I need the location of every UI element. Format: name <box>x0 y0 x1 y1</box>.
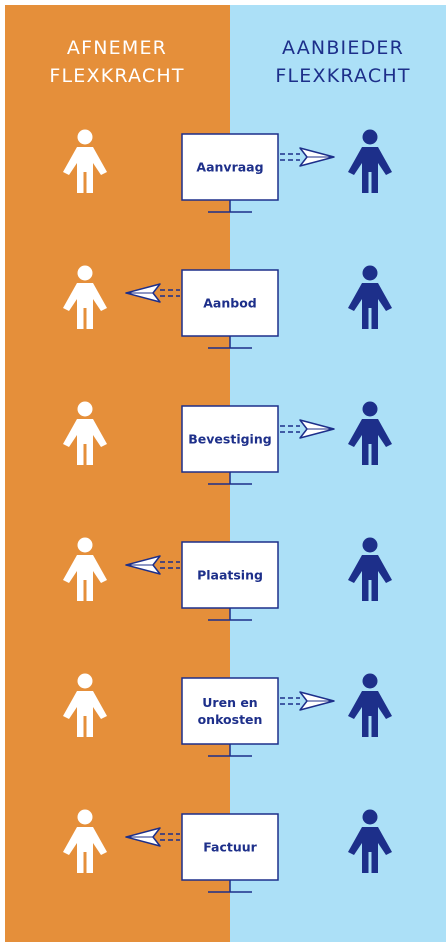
monitor-screen <box>181 677 279 745</box>
aanbieder-person-icon <box>348 537 392 601</box>
monitor-screen <box>181 133 279 201</box>
aanbieder-person-icon <box>348 809 392 873</box>
send-dashes <box>280 153 300 161</box>
person-body <box>63 555 107 601</box>
monitor-screen <box>181 405 279 473</box>
person-head <box>362 809 378 825</box>
send-dashes <box>160 561 180 569</box>
afnemer-person-icon <box>63 673 107 737</box>
monitor-icon <box>181 813 279 893</box>
step-label: Plaatsing <box>197 568 263 583</box>
person-head <box>362 673 378 689</box>
monitor-icon <box>181 541 279 621</box>
monitor-screen <box>181 813 279 881</box>
person-head <box>362 265 378 281</box>
send-dashes <box>280 425 300 433</box>
monitor-icon <box>181 133 279 213</box>
aanbieder-person-icon <box>348 129 392 193</box>
person-body <box>63 283 107 329</box>
paper-plane-icon <box>299 691 335 711</box>
person-head <box>77 129 93 145</box>
person-head <box>77 809 93 825</box>
monitor-icon <box>181 269 279 349</box>
person-body <box>63 419 107 465</box>
person-body <box>348 147 392 193</box>
aanbieder-person-icon <box>348 265 392 329</box>
person-body <box>348 283 392 329</box>
monitor-icon <box>181 405 279 485</box>
afnemer-title-line-1: AFNEMER <box>67 37 167 59</box>
afnemer-person-icon <box>63 129 107 193</box>
person-head <box>77 265 93 281</box>
afnemer-person-icon <box>63 537 107 601</box>
person-body <box>348 555 392 601</box>
step-label: Factuur <box>203 840 257 855</box>
afnemer-person-icon <box>63 809 107 873</box>
step-label: Aanbod <box>203 296 257 311</box>
paper-plane-icon <box>125 827 161 847</box>
send-dashes <box>160 833 180 841</box>
aanbieder-title-line-1: AANBIEDER <box>282 37 404 59</box>
paper-plane-icon <box>125 555 161 575</box>
step-label: Aanvraag <box>196 160 263 175</box>
person-head <box>77 401 93 417</box>
step-label: Uren en <box>202 695 257 710</box>
aanbieder-person-icon <box>348 401 392 465</box>
person-body <box>63 691 107 737</box>
send-dashes <box>280 697 300 705</box>
step-label: Bevestiging <box>188 432 271 447</box>
person-head <box>362 129 378 145</box>
person-body <box>63 147 107 193</box>
person-head <box>77 673 93 689</box>
monitor-icon <box>181 677 279 757</box>
person-body <box>348 419 392 465</box>
aanbieder-person-icon <box>348 673 392 737</box>
send-dashes <box>160 289 180 297</box>
person-head <box>362 537 378 553</box>
paper-plane-icon <box>299 147 335 167</box>
afnemer-person-icon <box>63 265 107 329</box>
person-head <box>362 401 378 417</box>
person-body <box>63 827 107 873</box>
monitor-screen <box>181 269 279 337</box>
step-label: onkosten <box>198 712 263 727</box>
person-head <box>77 537 93 553</box>
person-body <box>348 827 392 873</box>
afnemer-person-icon <box>63 401 107 465</box>
paper-plane-icon <box>125 283 161 303</box>
monitor-screen <box>181 541 279 609</box>
person-body <box>348 691 392 737</box>
aanbieder-title-line-2: FLEXKRACHT <box>275 65 410 87</box>
paper-plane-icon <box>299 419 335 439</box>
afnemer-title-line-2: FLEXKRACHT <box>49 65 184 87</box>
